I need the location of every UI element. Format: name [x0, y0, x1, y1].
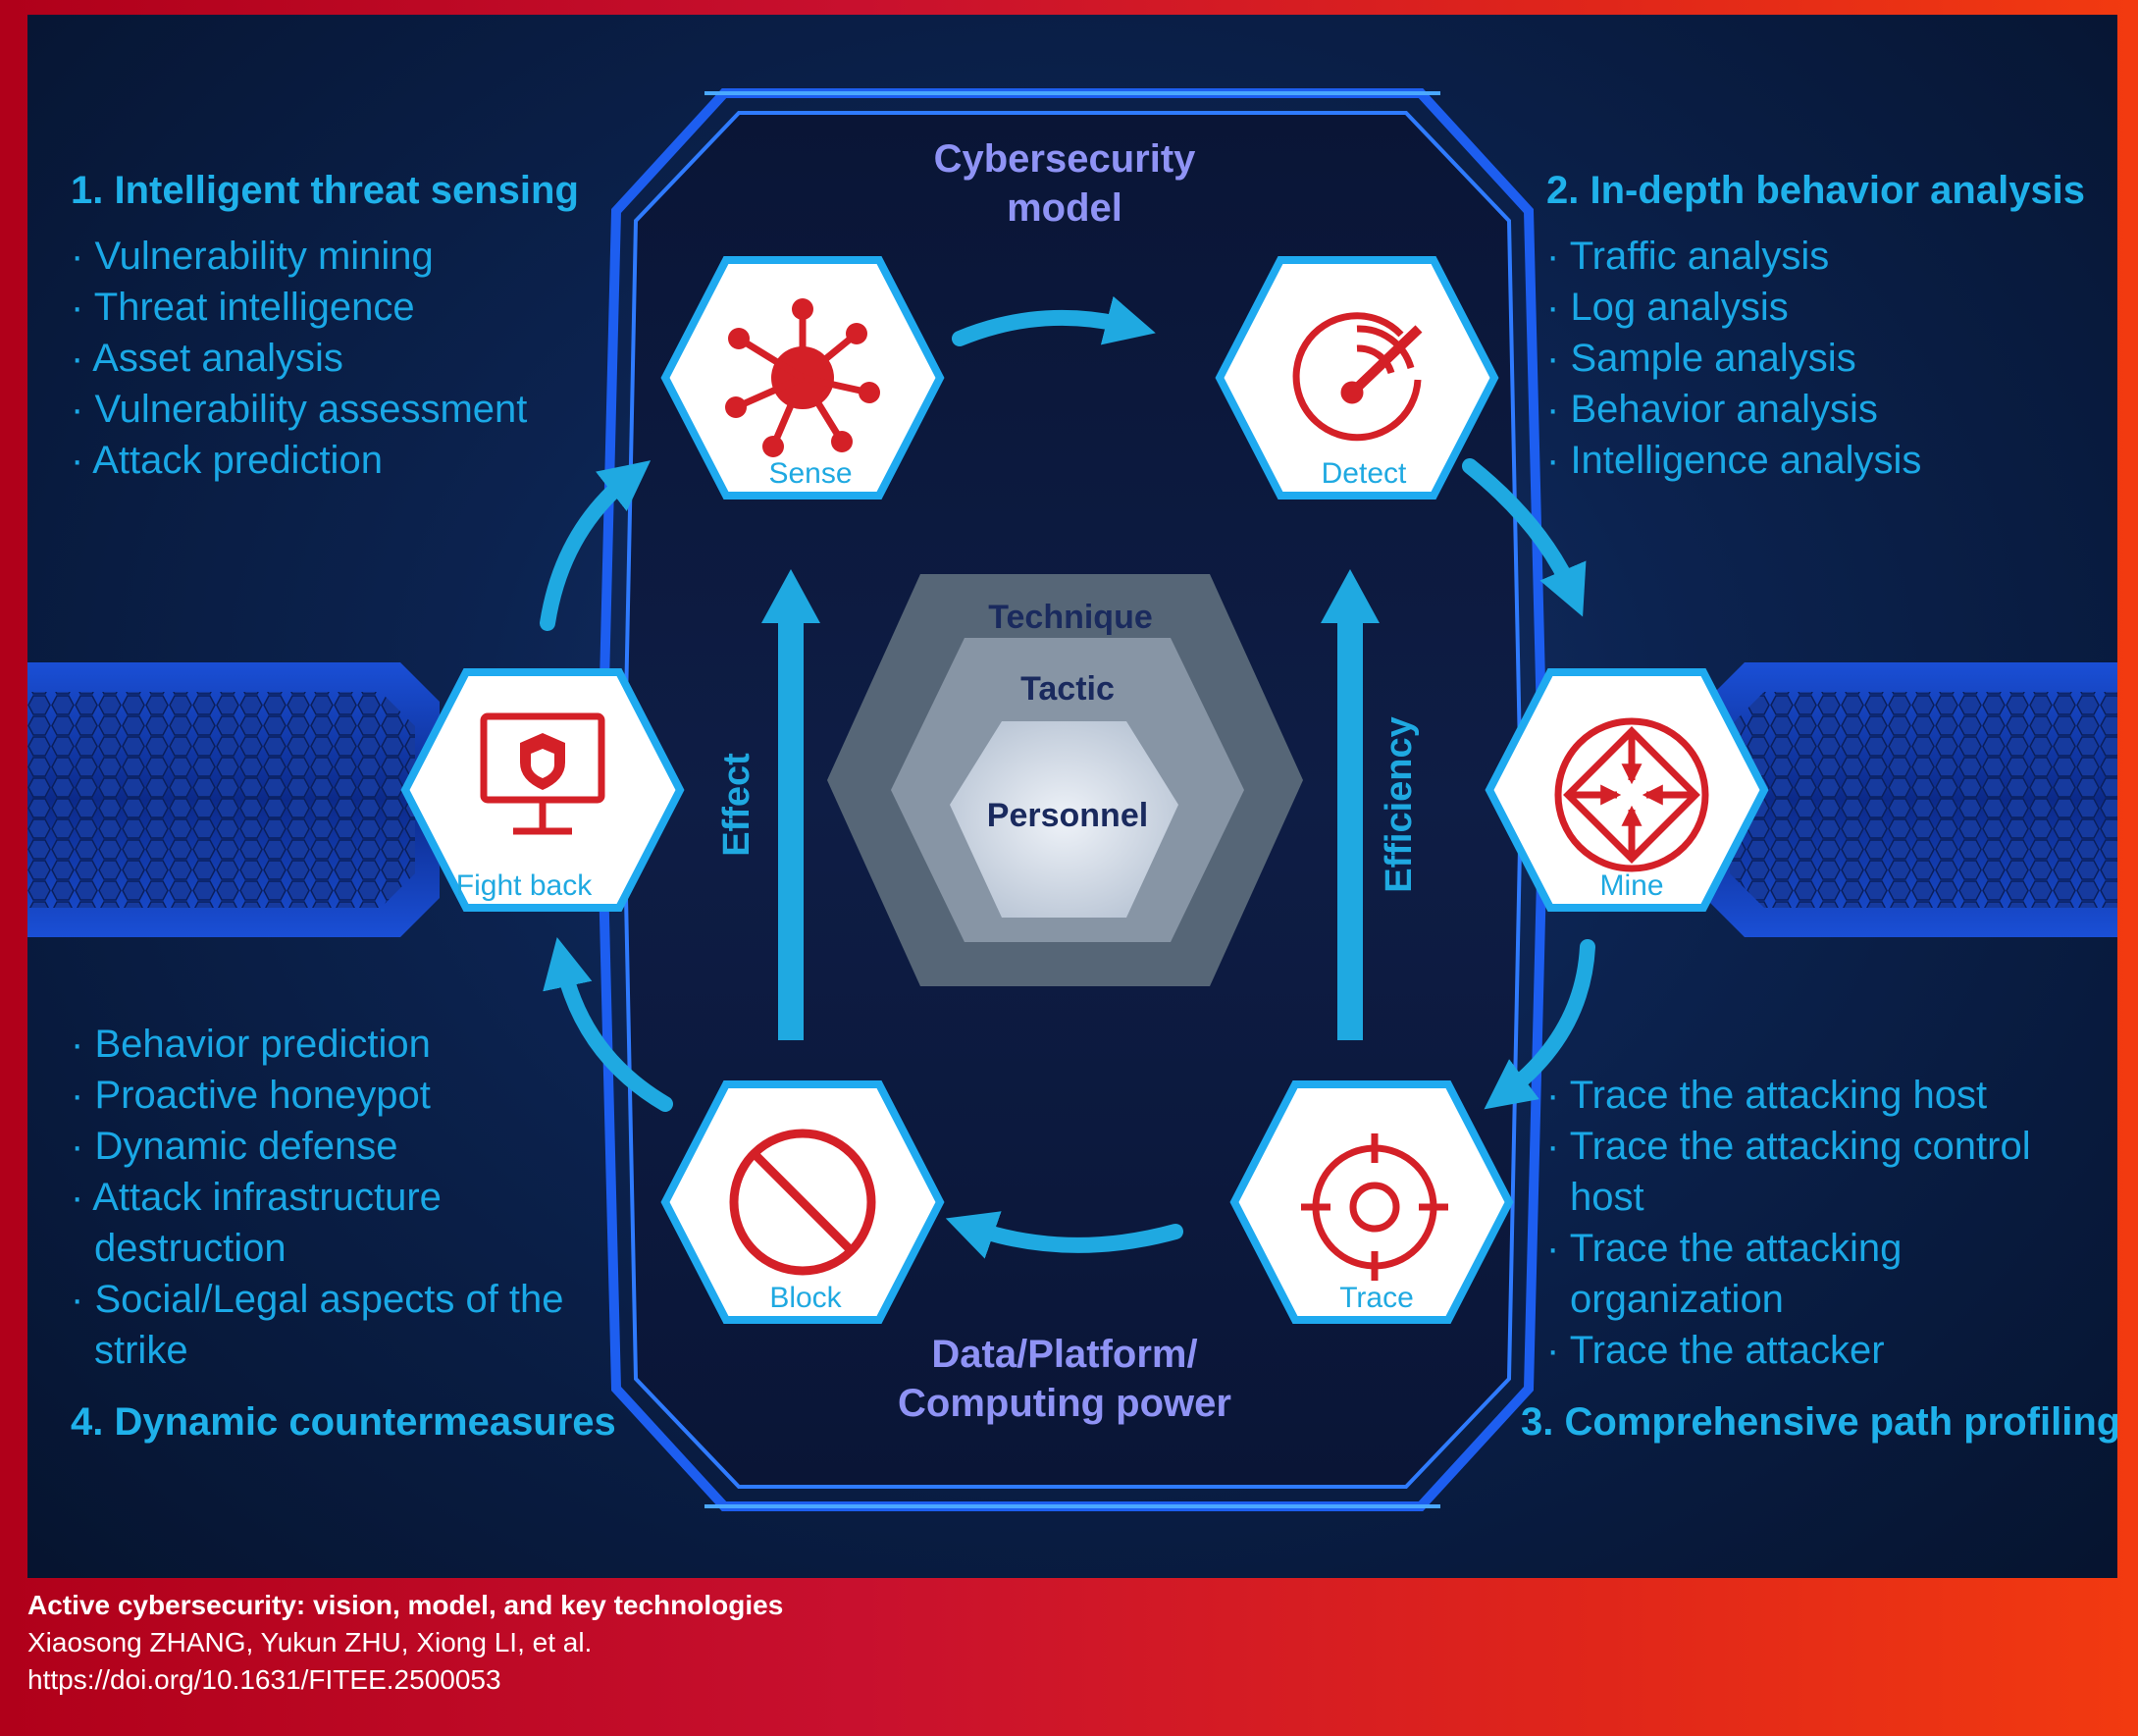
section-2-item: Behavior analysis [1546, 384, 2096, 435]
node-mine-label: Mine [1599, 869, 1663, 902]
effect-label: Effect [716, 753, 757, 857]
section-4-item: Social/Legal aspects of the strike [71, 1274, 620, 1376]
section-2-heading: 2. In-depth behavior analysis [1546, 169, 2086, 212]
citation-doi-link[interactable]: https://doi.org/10.1631/FITEE.2500053 [27, 1664, 501, 1695]
section-3-heading: 3. Comprehensive path profiling [1521, 1400, 2117, 1444]
arrow-mine-trace [1484, 939, 1595, 1110]
node-trace-label: Trace [1339, 1282, 1414, 1314]
section-3-item: Trace the attacker [1546, 1325, 2066, 1376]
citation-authors: Xiaosong ZHANG, Yukun ZHU, Xiong LI, et … [27, 1627, 593, 1657]
section-3-item: Trace the attacking host [1546, 1070, 2066, 1121]
node-fightback: Fight back [400, 668, 685, 912]
section-4-heading: 4. Dynamic countermeasures [71, 1400, 616, 1444]
personnel-label: Personnel [987, 797, 1148, 834]
section-1-item: Threat intelligence [71, 282, 620, 333]
cycle-diagram: Technique Tactic Personnel Effect Effici… [27, 88, 2117, 1511]
effect-arrow [761, 569, 820, 1040]
section-1-item: Vulnerability mining [71, 231, 620, 282]
converge-icon [1554, 717, 1709, 872]
diagram-panel: Technique Tactic Personnel Effect Effici… [27, 15, 2117, 1578]
section-4-list: Behavior prediction Proactive honeypot D… [71, 1019, 620, 1376]
platform-title: Data/Platform/Computing power [898, 1333, 1231, 1425]
section-1-heading: 1. Intelligent threat sensing [71, 169, 579, 212]
section-1-item: Asset analysis [71, 333, 620, 384]
left-hex-band [27, 662, 440, 937]
tactic-label: Tactic [1020, 670, 1115, 708]
node-detect: Detect [1215, 256, 1499, 500]
node-fightback-label: Fight back [456, 869, 593, 902]
arrow-detect-mine [1462, 458, 1587, 617]
target-icon [1301, 1133, 1448, 1281]
personnel-hexagon [950, 721, 1178, 918]
section-4-item: Behavior prediction [71, 1019, 620, 1070]
node-mine: Mine [1485, 668, 1769, 912]
node-detect-label: Detect [1322, 457, 1407, 490]
virus-icon [725, 298, 880, 457]
citation-title: Active cybersecurity: vision, model, and… [27, 1590, 784, 1620]
section-2-item: Intelligence analysis [1546, 435, 2096, 486]
node-sense-label: Sense [768, 457, 852, 490]
prohibited-icon [729, 1129, 876, 1276]
node-trace: Trace [1229, 1080, 1514, 1324]
section-1-list: Vulnerability mining Threat intelligence… [71, 231, 620, 486]
section-2-item: Log analysis [1546, 282, 2096, 333]
right-hex-band [1705, 662, 2117, 937]
arrow-sense-detect [952, 295, 1156, 346]
node-sense: Sense [660, 256, 945, 500]
section-3-item: Trace the attacking organization [1546, 1223, 2066, 1325]
section-4-item: Proactive honeypot [71, 1070, 620, 1121]
arrow-fightback-sense [540, 460, 652, 631]
section-2-list: Traffic analysis Log analysis Sample ana… [1546, 231, 2096, 486]
technique-label: Technique [988, 599, 1153, 636]
efficiency-label: Efficiency [1379, 716, 1420, 893]
efficiency-arrow [1321, 569, 1380, 1040]
section-2-item: Sample analysis [1546, 333, 2096, 384]
section-1-item: Vulnerability assessment [71, 384, 620, 435]
section-4-item: Dynamic defense [71, 1121, 620, 1172]
section-1-item: Attack prediction [71, 435, 620, 486]
section-3-item: Trace the attacking control host [1546, 1121, 2066, 1223]
node-block-label: Block [769, 1282, 842, 1314]
arrow-trace-block [945, 1211, 1183, 1259]
section-2-item: Traffic analysis [1546, 231, 2096, 282]
section-4-item: Attack infrastructure destruction [71, 1172, 620, 1274]
section-3-list: Trace the attacking host Trace the attac… [1546, 1070, 2066, 1376]
monitor-shield-icon [480, 712, 605, 835]
radar-icon [1292, 312, 1423, 442]
node-block: Block [660, 1080, 945, 1324]
